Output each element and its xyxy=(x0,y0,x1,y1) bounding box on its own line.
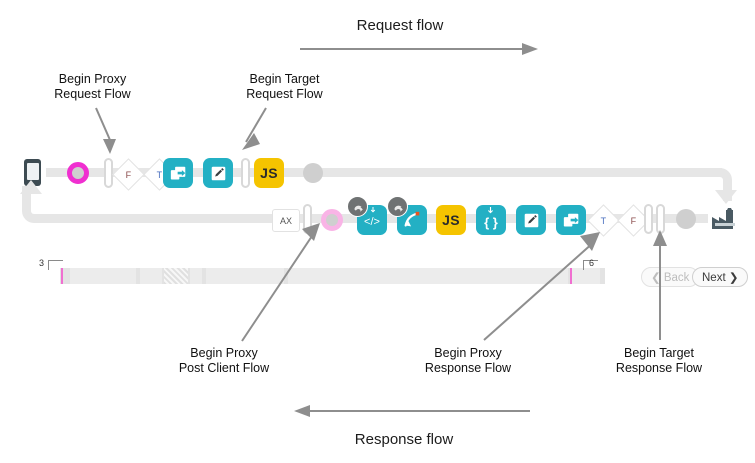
mobile-device-icon xyxy=(24,159,41,186)
callout-begin-target-response-flow: Begin Target Response Flow xyxy=(595,346,723,376)
edit-pencil-icon xyxy=(203,158,233,188)
policy-javascript-2[interactable]: JS xyxy=(436,205,466,235)
policy-assign-message-2[interactable] xyxy=(556,205,586,235)
request-flow-arrow xyxy=(300,43,538,55)
callout-begin-proxy-post-client-flow: Begin Proxy Post Client Flow xyxy=(160,346,288,376)
request-flow-separator-1[interactable] xyxy=(104,158,113,188)
next-button[interactable]: Next ❯ xyxy=(692,267,749,287)
trace-segment[interactable] xyxy=(288,268,568,284)
edit-pencil-icon xyxy=(516,205,546,235)
analytics-icon: AX xyxy=(272,209,300,232)
response-flow-endpoint-node[interactable] xyxy=(676,209,696,229)
request-flow-endpoint-node[interactable] xyxy=(303,163,323,183)
back-button[interactable]: ❮ Back xyxy=(641,267,700,287)
raise-fault-icon xyxy=(387,196,427,235)
assign-message-icon xyxy=(163,158,193,188)
condition-false-diamond-2[interactable]: F xyxy=(617,204,650,237)
callout-line-1: Begin Proxy xyxy=(190,346,258,360)
policy-json[interactable]: { } xyxy=(476,205,506,235)
trace-segment[interactable] xyxy=(206,268,284,284)
flow-start-ring-icon xyxy=(321,209,343,231)
trace-bracket-left-label: 3 xyxy=(39,258,45,268)
flow-separator-icon xyxy=(241,158,250,188)
condition-diamond-icon: F xyxy=(112,158,145,191)
callout-arrow-begin-proxy-post-client-flow xyxy=(241,223,320,342)
xml-code-icon: </> xyxy=(347,196,387,235)
flow-separator-icon xyxy=(104,158,113,188)
javascript-icon: JS xyxy=(436,205,466,235)
analytics-ax-node[interactable]: AX xyxy=(272,209,300,232)
analytics-label: AX xyxy=(279,215,292,226)
response-return-arrowhead xyxy=(20,180,42,194)
trace-marker-right[interactable] xyxy=(570,268,572,284)
request-flow-separator-2[interactable] xyxy=(241,158,250,188)
callout-line-1: Begin Proxy xyxy=(58,72,127,86)
callout-line-2: Response Flow xyxy=(424,361,512,375)
flow-separator-icon xyxy=(644,204,653,234)
condition-label: T xyxy=(156,169,163,180)
begin-proxy-post-client-flow-marker[interactable] xyxy=(321,209,343,231)
condition-label: F xyxy=(630,215,637,226)
request-rail xyxy=(46,168,722,177)
flow-start-ring-icon xyxy=(67,162,89,184)
policy-label: { } xyxy=(484,215,498,230)
fault-badge-icon xyxy=(387,196,408,217)
callout-arrow-begin-target-response-flow xyxy=(653,230,667,340)
assign-message-icon xyxy=(556,205,586,235)
policy-edit-2[interactable] xyxy=(516,205,546,235)
fault-badge-icon xyxy=(347,196,368,217)
condition-label: F xyxy=(125,169,132,180)
callout-arrow-begin-target-request-flow xyxy=(242,107,267,150)
target-server-node xyxy=(710,206,740,230)
request-rail-elbow xyxy=(713,168,732,201)
response-flow-title: Response flow xyxy=(354,431,454,448)
callout-line-2: Request Flow xyxy=(246,87,323,101)
trace-segment[interactable] xyxy=(164,268,188,284)
response-flow-arrow xyxy=(294,405,530,417)
policy-assign-message-1[interactable] xyxy=(163,158,193,188)
policy-xml-code[interactable]: </> xyxy=(347,196,387,235)
trace-segment[interactable] xyxy=(70,268,136,284)
client-device-icon xyxy=(24,159,41,186)
flow-node-icon xyxy=(676,209,696,229)
response-return-elbow xyxy=(22,186,49,223)
trace-bracket-right-label: 6 xyxy=(589,258,595,268)
callout-line-1: Begin Target xyxy=(249,72,320,86)
flow-node-icon xyxy=(303,163,323,183)
trace-bracket-right xyxy=(583,260,598,270)
callout-begin-target-request-flow: Begin Target Request Flow xyxy=(222,72,347,102)
javascript-icon: JS xyxy=(254,158,284,188)
trace-bracket-left xyxy=(48,260,63,270)
callout-arrow-begin-proxy-request-flow xyxy=(95,107,116,154)
callout-line-2: Request Flow xyxy=(54,87,131,101)
callout-line-2: Post Client Flow xyxy=(178,361,270,375)
callout-begin-proxy-request-flow: Begin Proxy Request Flow xyxy=(30,72,155,102)
request-rail-arrowhead xyxy=(715,190,737,204)
callout-line-1: Begin Target xyxy=(624,346,694,360)
condition-false-diamond-1[interactable]: F xyxy=(112,158,145,191)
json-icon: { } xyxy=(476,205,506,235)
trace-segment[interactable] xyxy=(140,268,162,284)
callout-begin-proxy-response-flow: Begin Proxy Response Flow xyxy=(404,346,532,376)
policy-javascript-1[interactable]: JS xyxy=(254,158,284,188)
policy-raise-fault[interactable] xyxy=(387,196,427,235)
response-return-rail xyxy=(40,214,280,223)
policy-edit-1[interactable] xyxy=(203,158,233,188)
trace-segment[interactable] xyxy=(190,268,202,284)
trace-segment[interactable] xyxy=(572,268,600,284)
policy-label: JS xyxy=(260,165,278,181)
begin-proxy-request-flow-marker[interactable] xyxy=(67,162,89,184)
callout-arrow-begin-proxy-response-flow xyxy=(483,232,600,341)
policy-label: JS xyxy=(442,212,460,228)
response-flow-separator-2[interactable] xyxy=(644,204,653,234)
request-flow-title: Request flow xyxy=(356,17,444,34)
callout-line-1: Begin Proxy xyxy=(434,346,502,360)
target-server-icon xyxy=(712,208,735,229)
policy-label: </> xyxy=(364,216,380,228)
trace-marker-left[interactable] xyxy=(61,268,63,284)
callout-line-2: Response Flow xyxy=(615,361,703,375)
condition-label: T xyxy=(600,215,607,226)
